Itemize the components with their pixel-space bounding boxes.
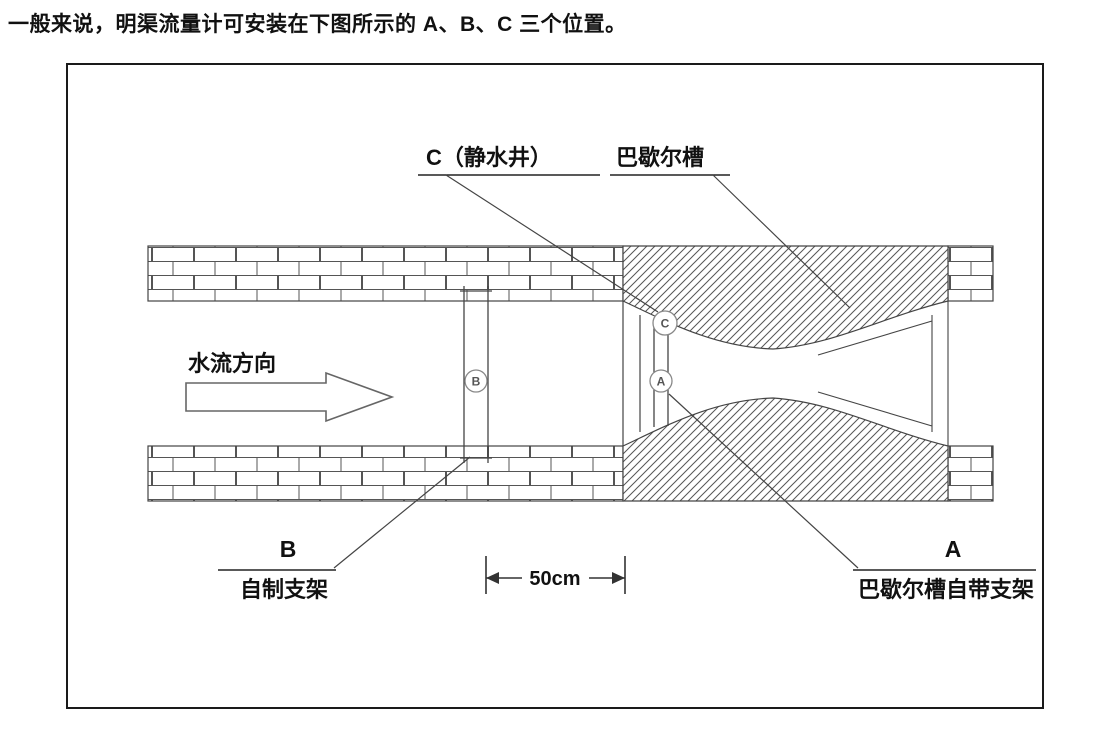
bracket-b-lines (460, 286, 492, 463)
stilling-well-label: C（静水井） (426, 145, 552, 170)
flow-direction-arrow (185, 371, 395, 423)
dimension-50cm: 50cm (485, 556, 626, 594)
top-brick-wall-right (947, 245, 994, 302)
bracket-b-leader-line (333, 456, 471, 569)
flume-outlet-lines (817, 301, 949, 446)
bracket-a-letter: A (945, 536, 962, 562)
bracket-a-leader-line (668, 393, 859, 569)
bracket-b-label: 自制支架 (240, 577, 328, 602)
parshall-flume-label: 巴歇尔槽 (616, 145, 704, 170)
bracket-b-letter: B (280, 536, 297, 562)
marker-c: C (652, 310, 678, 336)
marker-a: A (649, 369, 673, 393)
stilling-well-leader-line (445, 174, 659, 313)
diagram-frame: 水流方向 C B A C（静水井） 巴歇尔槽 (66, 63, 1044, 709)
bracket-a-label: 巴歇尔槽自带支架 (858, 577, 1034, 602)
flume-diagram: 水流方向 C B A C（静水井） 巴歇尔槽 (147, 145, 1036, 602)
bottom-brick-wall-left (147, 445, 624, 502)
dimension-label: 50cm (529, 568, 580, 590)
flow-direction-label: 水流方向 (188, 351, 276, 376)
flume-inlet-lines (622, 301, 641, 446)
bottom-brick-wall-right (947, 445, 994, 502)
marker-c-letter: C (661, 317, 670, 331)
marker-b: B (464, 369, 488, 393)
intro-text: 一般来说，明渠流量计可安装在下图所示的 A、B、C 三个位置。 (8, 13, 627, 36)
parshall-flume-leader-line (712, 174, 851, 309)
top-brick-wall-left (147, 245, 624, 302)
flume-bottom-wall (622, 397, 949, 502)
marker-b-letter: B (472, 375, 481, 389)
marker-a-letter: A (657, 375, 666, 389)
